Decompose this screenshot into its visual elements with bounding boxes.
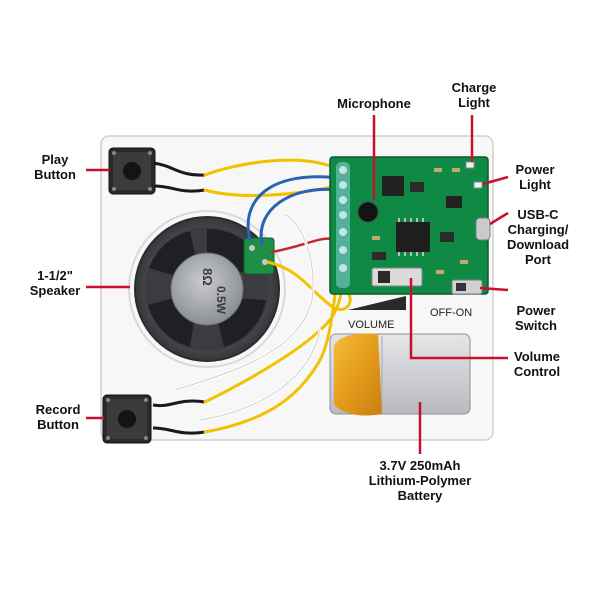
microphone-capsule <box>357 201 379 223</box>
power-led <box>473 181 483 189</box>
main-pcb <box>329 156 491 295</box>
volume-print: VOLUME <box>348 319 394 331</box>
speaker-marking-ohms: 8Ω <box>200 268 215 286</box>
charge-led <box>465 161 475 169</box>
play-button-component <box>108 147 206 195</box>
volume-wedge <box>348 296 406 310</box>
speaker-marking-watts: 0.5W <box>214 286 228 315</box>
switch-print: OFF-ON <box>430 307 472 319</box>
speaker-label: 1-1/2"Speaker <box>29 268 81 298</box>
microphone-label: Microphone <box>337 96 411 111</box>
main-chip <box>396 222 430 252</box>
usbc-connector <box>475 217 491 241</box>
callout-lines <box>86 115 509 454</box>
record-button-component <box>102 394 206 444</box>
speaker: 8Ω 0.5W <box>128 210 286 368</box>
battery <box>329 333 471 416</box>
